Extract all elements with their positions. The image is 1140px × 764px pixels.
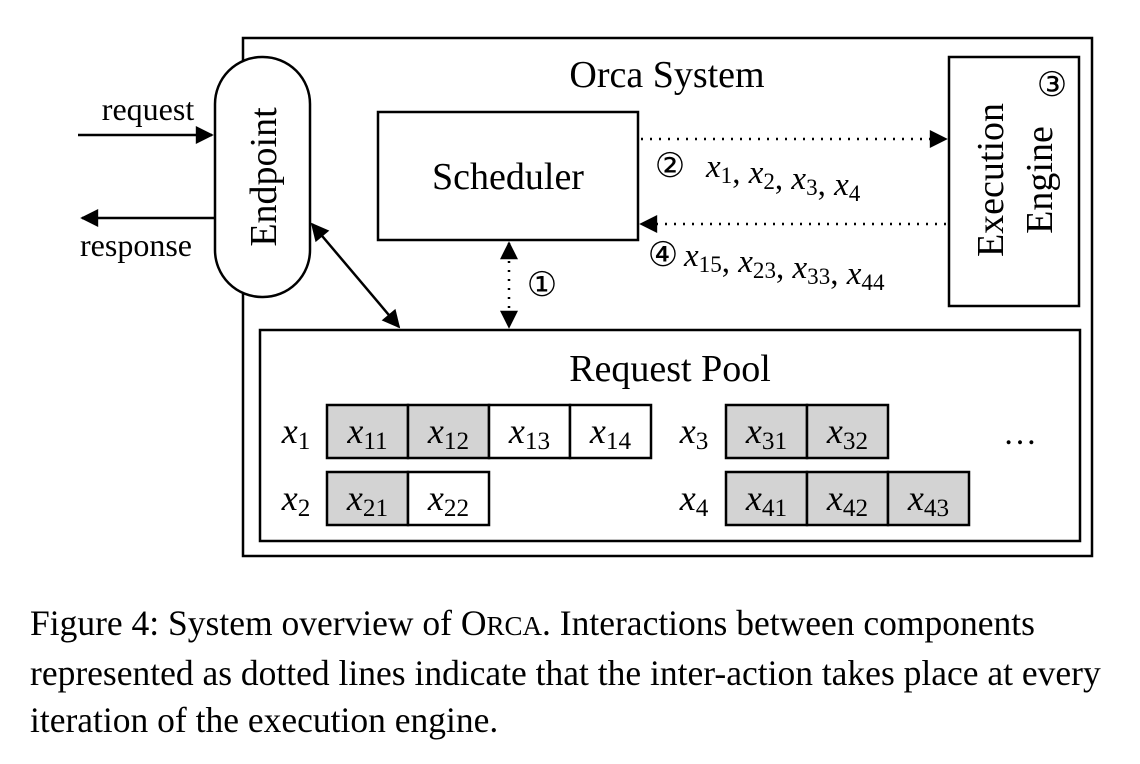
orca-system-diagram: Orca System Endpoint request response Sc… [78, 36, 1094, 558]
step4-var-44-sub: 44 [861, 269, 885, 295]
token-x43-sub: 43 [924, 495, 949, 522]
step4-var-15-base: x [683, 238, 699, 274]
token-cell-x32 [805, 403, 890, 460]
token-x12-base: x [427, 411, 444, 451]
request-label: request [102, 91, 195, 127]
token-x31-sub: 31 [762, 428, 787, 455]
caption-body: . Interactions between components repres… [30, 603, 1101, 740]
token-label-x12: x12 [427, 411, 469, 455]
execution-engine-label-line1: Execution [970, 103, 1012, 257]
request-x1-sub: 1 [298, 428, 311, 455]
request-pool-box [258, 328, 1082, 543]
token-cell-x21 [325, 470, 410, 527]
request-x2-sub: 2 [298, 495, 311, 522]
orca-system-title: Orca System [569, 54, 764, 96]
token-x14-base: x [589, 411, 606, 451]
caption-name-initial-o: O [460, 603, 487, 643]
token-x13-base: x [508, 411, 525, 451]
token-cell-x41 [724, 470, 809, 527]
token-x11-sub: 11 [363, 428, 387, 455]
token-label-x32: x32 [826, 411, 868, 455]
step4-var-23-base: x [737, 244, 753, 280]
scheduler-label: Scheduler [432, 156, 584, 198]
step2-var-1-sub: 1 [721, 162, 733, 188]
token-x21-base: x [346, 478, 363, 518]
token-x12-sub: 12 [444, 428, 469, 455]
token-x42-sub: 42 [843, 495, 868, 522]
step4-var-44-base: x [846, 256, 862, 292]
token-x21-sub: 21 [363, 495, 388, 522]
step2-var-3-sub: 3 [806, 174, 818, 200]
step3-marker: ③ [1037, 67, 1067, 104]
request-label-x1: x1 [281, 411, 311, 455]
step2-var-2-sub: 2 [763, 168, 775, 194]
token-x14-sub: 14 [606, 428, 632, 455]
request-label-x3: x3 [679, 411, 709, 455]
step4-vars: x15, x23, x33, x44 [683, 238, 885, 295]
caption-prefix: Figure 4: System overview of [30, 603, 461, 643]
token-x32-base: x [826, 411, 843, 451]
token-x13-sub: 13 [525, 428, 550, 455]
step4-var-23-sub: 23 [753, 257, 776, 283]
token-x43-base: x [907, 478, 924, 518]
token-cell-x13 [487, 403, 572, 460]
endpoint-pool-arrow [310, 222, 401, 329]
request-label-x4: x4 [679, 478, 709, 522]
token-label-x41: x41 [745, 478, 787, 522]
token-cell-x42 [805, 470, 890, 527]
execution-engine-label-line2: Engine [1019, 126, 1061, 234]
step2-var-4-sub: 4 [849, 180, 861, 206]
token-cell-x11 [325, 403, 410, 460]
step2-marker: ② [655, 148, 685, 185]
step2-var-1-base: x [705, 149, 721, 185]
token-x41-sub: 41 [762, 495, 787, 522]
step2-var-4-base: x [833, 167, 849, 203]
token-label-x42: x42 [826, 478, 868, 522]
token-label-x22: x22 [427, 478, 469, 522]
token-x41-base: x [745, 478, 762, 518]
token-cell-x43 [886, 470, 971, 527]
endpoint-label: Endpoint [243, 107, 285, 247]
token-x22-base: x [427, 478, 444, 518]
token-label-x14: x14 [589, 411, 632, 455]
step1-marker: ① [527, 267, 557, 304]
request-x2-base: x [281, 478, 298, 518]
token-label-x11: x11 [346, 411, 387, 455]
execution-engine-box [947, 55, 1081, 308]
token-label-x13: x13 [508, 411, 550, 455]
token-cell-x14 [568, 403, 653, 460]
request-x3-sub: 3 [696, 428, 709, 455]
token-label-x43: x43 [907, 478, 949, 522]
step4-var-15-sub: 15 [699, 251, 722, 277]
step2-vars: x1, x2, x3, x4 [705, 149, 861, 206]
request-x1-base: x [281, 411, 298, 451]
step4-var-33-sub: 33 [807, 263, 830, 289]
token-cell-x12 [406, 403, 491, 460]
token-x11-base: x [346, 411, 363, 451]
request-x4-sub: 4 [696, 495, 709, 522]
pool-ellipsis: … [1003, 415, 1037, 452]
figure-caption: Figure 4: System overview of ORCA. Inter… [30, 600, 1130, 744]
token-label-x31: x31 [745, 411, 787, 455]
endpoint-box [213, 55, 312, 299]
orca-system-box [241, 36, 1094, 558]
request-x3-base: x [679, 411, 696, 451]
token-label-x21: x21 [346, 478, 388, 522]
request-label-x2: x2 [281, 478, 311, 522]
token-cell-x22 [406, 470, 491, 527]
token-x32-sub: 32 [843, 428, 868, 455]
request-x4-base: x [679, 478, 696, 518]
token-x22-sub: 22 [444, 495, 469, 522]
response-label: response [80, 227, 192, 263]
scheduler-box [376, 110, 640, 242]
step2-var-3-base: x [790, 161, 806, 197]
step4-marker: ④ [648, 237, 678, 274]
caption-name-rest-rca: RCA [486, 611, 543, 641]
token-x42-base: x [826, 478, 843, 518]
request-pool-title: Request Pool [569, 348, 771, 390]
token-x31-base: x [745, 411, 762, 451]
step4-var-33-base: x [792, 250, 808, 286]
step2-var-2-base: x [748, 155, 764, 191]
